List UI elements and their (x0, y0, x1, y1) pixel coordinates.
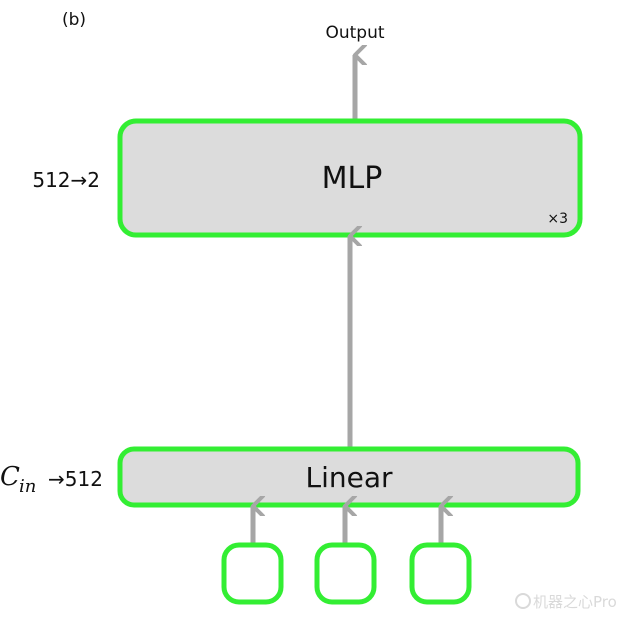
input-node-group (221, 506, 472, 605)
input-node-2 (314, 542, 377, 605)
weibo-logo-icon (515, 593, 531, 609)
panel-label: (b) (62, 10, 86, 30)
mlp-label: MLP (322, 161, 383, 196)
mlp-dims-label: 512→2 (32, 168, 100, 192)
input-node-3 (409, 542, 472, 605)
watermark-text: 机器之心Pro (533, 593, 617, 611)
input-node-1 (221, 542, 284, 605)
mlp-repeat-count: ×3 (547, 211, 568, 227)
linear-label: Linear (305, 461, 393, 494)
linear-dims-rest: →512 (48, 467, 103, 491)
watermark: 机器之心Pro (515, 593, 617, 611)
output-label: Output (325, 23, 384, 43)
linear-dims-symbol: C (0, 462, 20, 492)
linear-dims-label: C in →512 (0, 462, 103, 497)
linear-dims-subscript: in (19, 476, 36, 497)
